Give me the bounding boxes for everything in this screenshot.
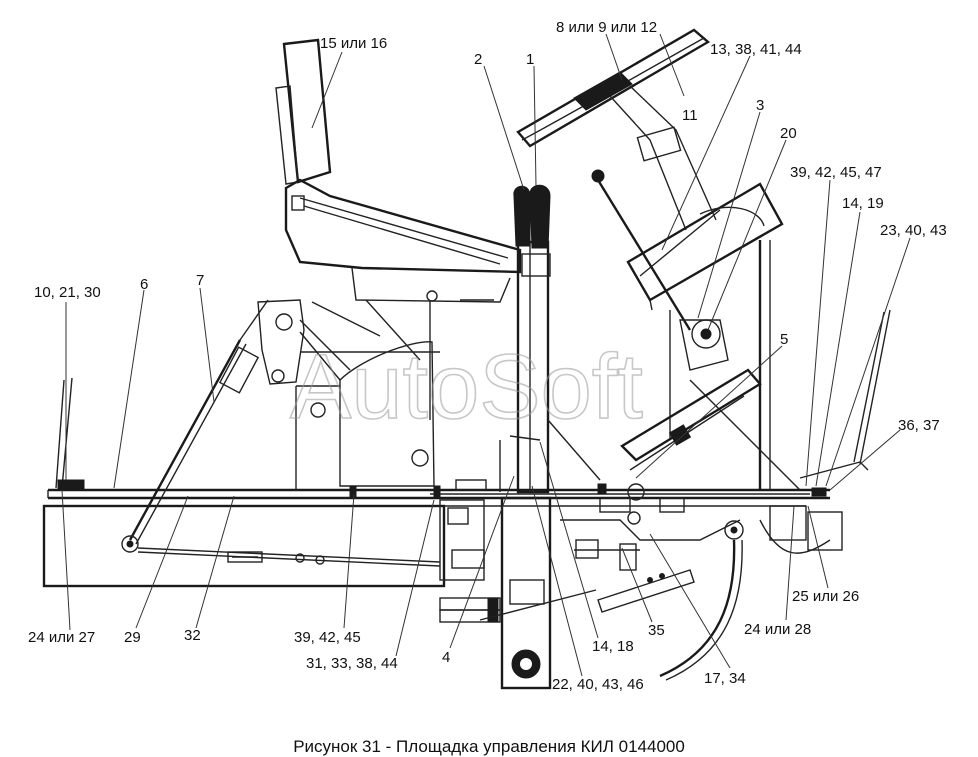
callout-25-26: 25 или 26 <box>792 588 859 605</box>
callout-13-38-41-44: 13, 38, 41, 44 <box>710 41 802 58</box>
frame-fasteners <box>349 479 685 513</box>
right-rod <box>799 309 891 497</box>
central-column <box>499 184 601 494</box>
callout-39-42-45-47: 39, 42, 45, 47 <box>790 164 882 181</box>
callout-4: 4 <box>442 649 450 666</box>
callout-8-9-12: 8 или 9 или 12 <box>556 19 657 36</box>
callout-17-34: 17, 34 <box>704 670 746 687</box>
callout-39-42-45: 39, 42, 45 <box>294 629 361 646</box>
figure-caption: Рисунок 31 - Площадка управления КИЛ 014… <box>293 737 685 756</box>
pedal-5 <box>620 368 762 525</box>
callout-14-19: 14, 19 <box>842 195 884 212</box>
callout-31-33-38-44: 31, 33, 38, 44 <box>306 655 398 672</box>
callout-11: 11 <box>682 107 698 124</box>
callout-22-40-43-46: 22, 40, 43, 46 <box>552 676 644 693</box>
callout-6: 6 <box>140 276 148 293</box>
callout-7: 7 <box>196 272 204 289</box>
callout-15-16: 15 или 16 <box>320 35 387 52</box>
callout-24-27: 24 или 27 <box>28 629 95 646</box>
lower-right-mechanism <box>479 519 831 681</box>
callout-labels: 8 или 9 или 12 15 или 16 2 1 13, 38, 41,… <box>28 19 947 693</box>
pedal-linkage <box>121 299 441 567</box>
steering-assembly <box>516 28 717 231</box>
callout-35: 35 <box>648 622 665 639</box>
lower-pedestal <box>439 496 552 690</box>
callout-1: 1 <box>526 51 534 68</box>
seat-assembly <box>275 38 522 490</box>
callout-2: 2 <box>474 51 482 68</box>
callout-5: 5 <box>780 331 788 348</box>
leader-lines <box>61 33 911 677</box>
control-panel <box>591 169 784 349</box>
callout-24-28: 24 или 28 <box>744 621 811 638</box>
callout-23-40-43: 23, 40, 43 <box>880 222 947 239</box>
platform-frame <box>42 488 843 588</box>
callout-36-37: 36, 37 <box>898 417 940 434</box>
pivot-bracket <box>257 299 351 418</box>
left-bracket <box>55 377 85 490</box>
callout-14-18: 14, 18 <box>592 638 634 655</box>
callout-32: 32 <box>184 627 201 644</box>
callout-10-21-30: 10, 21, 30 <box>34 284 101 301</box>
callout-20: 20 <box>780 125 797 142</box>
callout-3: 3 <box>756 97 764 114</box>
watermark: AutoSoft <box>290 336 643 438</box>
callout-29: 29 <box>124 629 141 646</box>
